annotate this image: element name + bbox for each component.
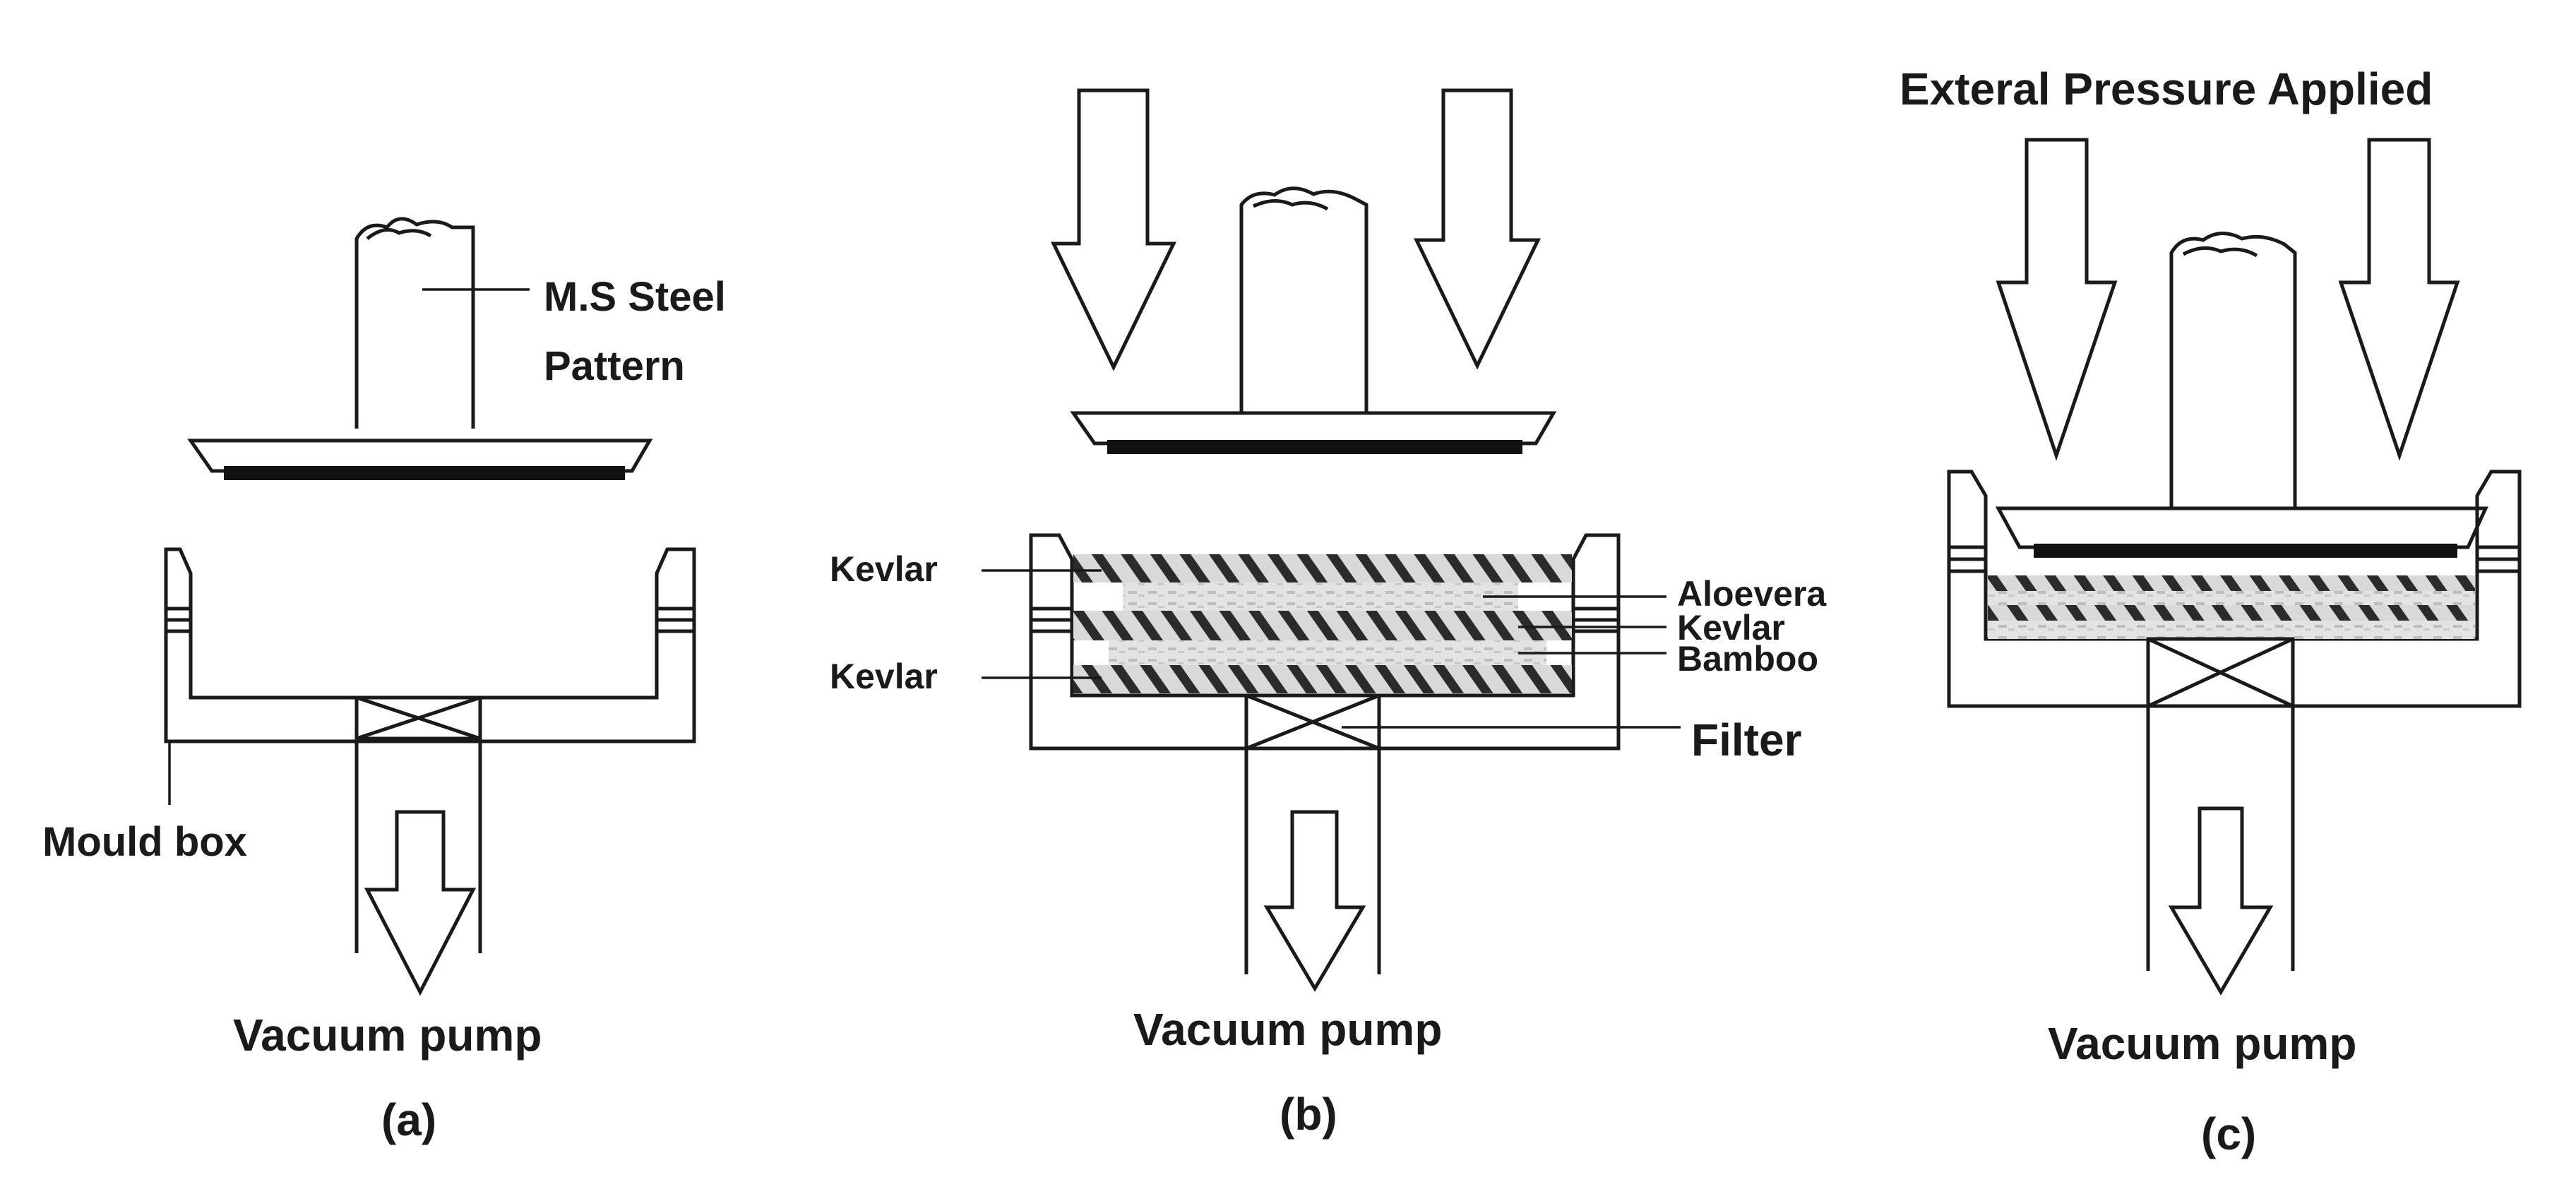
steel-pattern-c <box>1995 232 2488 558</box>
label-aloevera: Aloevera <box>1677 574 1827 614</box>
suction-arrow-c <box>2168 806 2274 996</box>
pressure-arrow-right <box>1414 88 1541 370</box>
layer-bamboo <box>1109 640 1546 665</box>
pressure-arrow-left-c <box>1996 138 2118 461</box>
layer-c-3 <box>1988 605 2475 621</box>
filter-valve-c <box>2146 637 2295 708</box>
layer-c-4 <box>1988 621 2475 639</box>
caption-b: (b) <box>1280 1089 1337 1140</box>
mould-box-b <box>1029 533 1621 751</box>
panel-c: Exteral Pressure Applied <box>1900 64 2522 1159</box>
filter-valve <box>354 695 482 741</box>
layer-c-1 <box>1988 575 2475 591</box>
laminate-layers-c <box>1988 575 2475 639</box>
mould-box-c <box>1947 470 2522 708</box>
vacuum-pump-label-b: Vacuum pump <box>1133 1004 1442 1055</box>
filter-valve-b <box>1244 693 1381 751</box>
layer-c-2 <box>1988 591 2475 605</box>
vacuum-pump-label-a: Vacuum pump <box>233 1010 542 1060</box>
laminate-layers-b <box>1073 554 1572 693</box>
label-kevlar-right: Kevlar <box>1677 608 1785 647</box>
panel-b: Kevlar Kevlar Aloevera Kevlar Bamboo Fil… <box>830 88 1827 1140</box>
layer-kevlar-bottom <box>1073 665 1572 693</box>
panel-a: M.S Steel Pattern Mould box Vacuum pump … <box>42 217 726 1145</box>
pressure-arrow-left <box>1051 88 1176 371</box>
layer-aloevera <box>1123 582 1518 611</box>
pressure-label: Exteral Pressure Applied <box>1900 64 2433 114</box>
caption-c: (c) <box>2201 1109 2256 1159</box>
label-filter: Filter <box>1691 715 1801 765</box>
pattern-label-line1: M.S Steel <box>544 274 726 320</box>
pressure-arrow-right-c <box>2338 138 2460 461</box>
layer-kevlar-middle <box>1073 611 1572 640</box>
steel-pattern <box>187 217 653 480</box>
label-bamboo: Bamboo <box>1677 639 1818 679</box>
caption-a: (a) <box>381 1094 436 1145</box>
label-kevlar-bottom-left: Kevlar <box>830 657 938 696</box>
label-kevlar-top-left: Kevlar <box>830 549 938 589</box>
mould-box <box>164 547 696 743</box>
vacuum-pump-label-c: Vacuum pump <box>2048 1018 2356 1069</box>
suction-arrow-b <box>1263 810 1366 992</box>
steel-pattern-b <box>1070 186 1557 454</box>
layer-kevlar-top <box>1073 554 1572 582</box>
suction-arrow <box>364 810 477 996</box>
pattern-label-line2: Pattern <box>544 343 685 389</box>
mould-box-label: Mould box <box>42 819 247 865</box>
